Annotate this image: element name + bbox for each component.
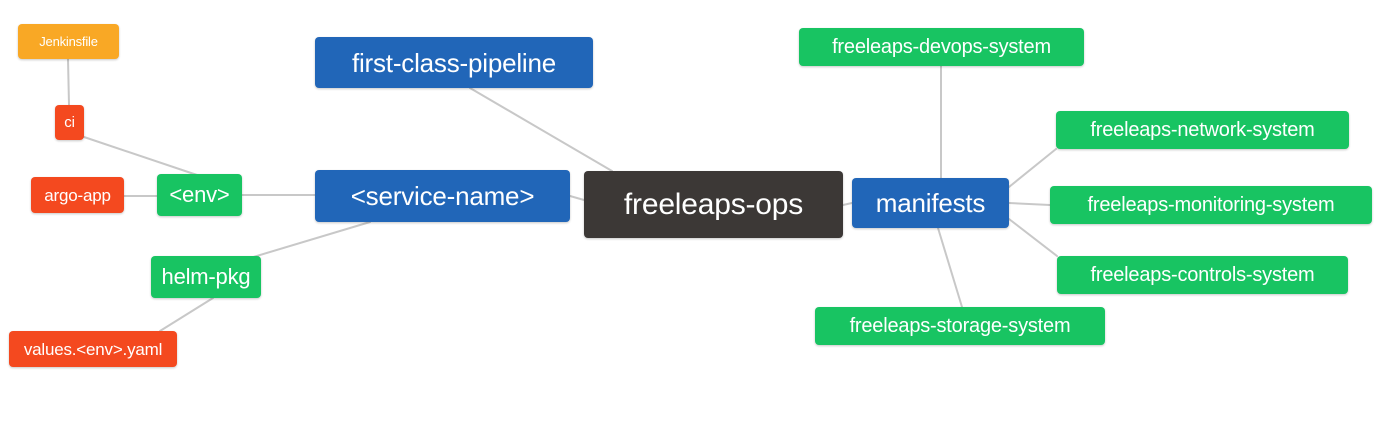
node-argo-app[interactable]: argo-app	[31, 177, 124, 213]
node-first-class-pipeline[interactable]: first-class-pipeline	[315, 37, 593, 88]
node-helm-pkg[interactable]: helm-pkg	[151, 256, 261, 298]
node-freeleaps-storage-system[interactable]: freeleaps-storage-system	[815, 307, 1105, 345]
edge-jenkinsfile-to-ci	[67, 58, 70, 106]
edge-helm-pkg-to-service-name	[249, 221, 371, 259]
node-label-freeleaps-monitoring-system: freeleaps-monitoring-system	[1087, 194, 1335, 216]
node-label-manifests: manifests	[875, 188, 986, 218]
node-label-freeleaps-network-system: freeleaps-network-system	[1090, 119, 1315, 141]
node-freeleaps-network-system[interactable]: freeleaps-network-system	[1056, 111, 1349, 149]
edge-manifests-to-freeleaps-network-system	[1008, 148, 1057, 188]
node-ci[interactable]: ci	[55, 105, 84, 140]
edge-manifests-to-freeleaps-controls-system	[1008, 218, 1058, 257]
node-label-ci: ci	[64, 114, 75, 131]
node-label-helm-pkg: helm-pkg	[161, 264, 251, 289]
node-label-first-class-pipeline: first-class-pipeline	[351, 47, 557, 78]
node-label-freeleaps-storage-system: freeleaps-storage-system	[849, 315, 1071, 337]
node-freeleaps-controls-system[interactable]: freeleaps-controls-system	[1057, 256, 1348, 294]
node-service-name[interactable]: <service-name>	[315, 170, 570, 222]
node-label-service-name: <service-name>	[350, 181, 535, 211]
node-label-freeleaps-ops: freeleaps-ops	[623, 187, 804, 221]
node-label-env: <env>	[169, 182, 230, 207]
node-freeleaps-devops-system[interactable]: freeleaps-devops-system	[799, 28, 1084, 66]
node-env[interactable]: <env>	[157, 174, 242, 216]
edge-manifests-to-freeleaps-storage-system	[937, 227, 963, 308]
node-freeleaps-monitoring-system[interactable]: freeleaps-monitoring-system	[1050, 186, 1372, 224]
node-label-jenkinsfile: Jenkinsfile	[39, 34, 98, 49]
edge-freeleaps-ops-to-manifests	[842, 202, 853, 206]
edge-values-yaml-to-helm-pkg	[159, 297, 214, 332]
edge-first-class-pipeline-to-freeleaps-ops	[469, 87, 613, 172]
node-label-freeleaps-devops-system: freeleaps-devops-system	[832, 36, 1051, 58]
node-label-argo-app: argo-app	[44, 185, 111, 205]
node-values-yaml[interactable]: values.<env>.yaml	[9, 331, 177, 367]
edge-service-name-to-freeleaps-ops	[569, 195, 585, 201]
node-label-values-yaml: values.<env>.yaml	[23, 339, 163, 359]
node-manifests[interactable]: manifests	[852, 178, 1009, 228]
edge-ci-to-env	[83, 136, 201, 177]
node-label-freeleaps-controls-system: freeleaps-controls-system	[1090, 264, 1315, 286]
node-jenkinsfile[interactable]: Jenkinsfile	[18, 24, 119, 59]
node-freeleaps-ops[interactable]: freeleaps-ops	[584, 171, 843, 238]
edge-manifests-to-freeleaps-monitoring-system	[1008, 202, 1051, 206]
